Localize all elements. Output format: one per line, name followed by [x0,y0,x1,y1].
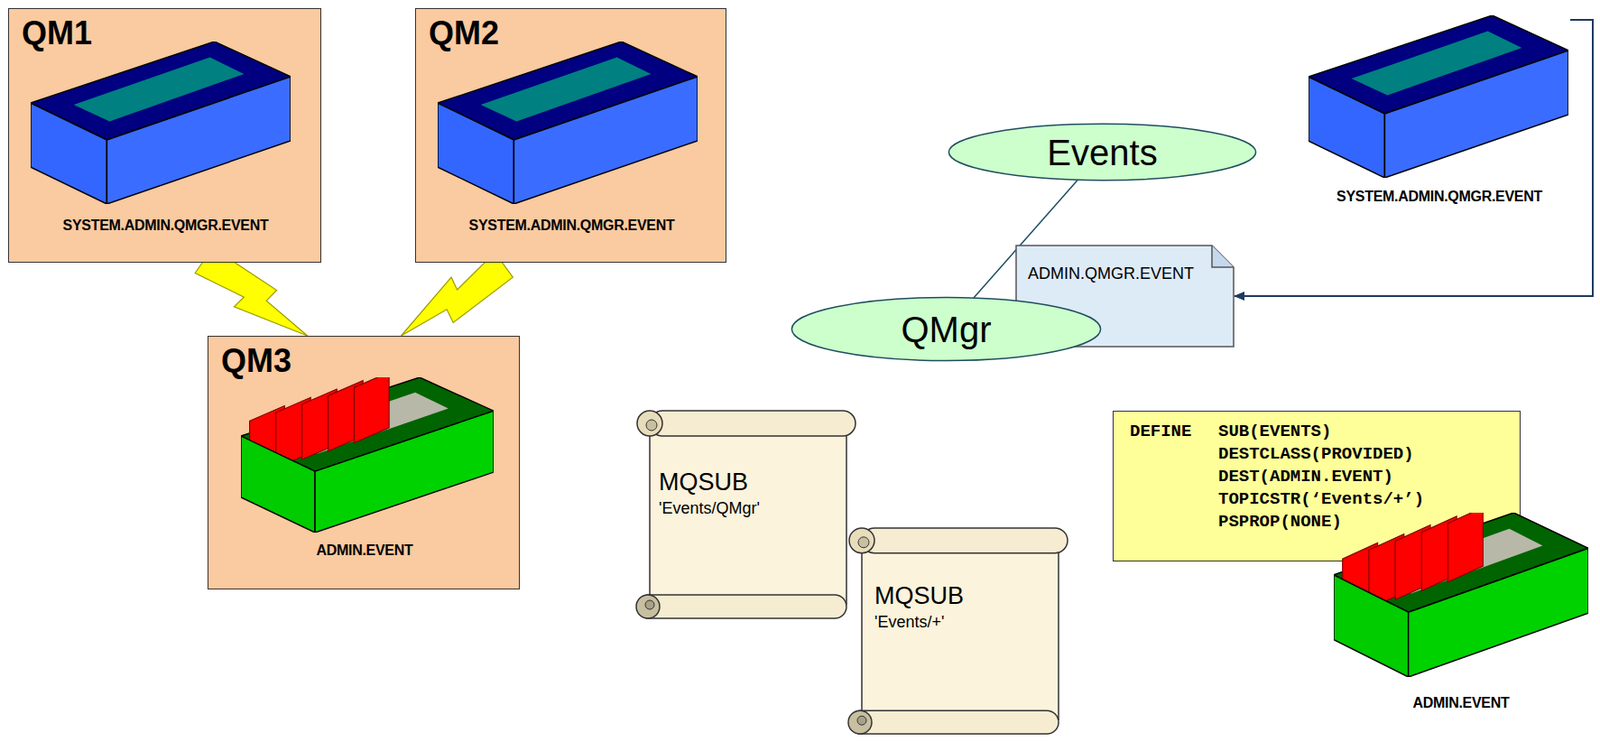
channel-bolt [401,252,514,336]
topic-node: Events [947,122,1258,182]
command-parameter: TOPICSTR(‘Events/+’) [1218,490,1425,510]
queue-name: SYSTEM.ADMIN.QMGR.EVENT [469,217,676,234]
scroll-shape [636,410,856,619]
api-call: MQSUB [658,468,749,497]
queue-icon [30,41,291,204]
queue-manager-box: QM2SYSTEM.ADMIN.QMGR.EVENT [415,8,727,263]
queue-icon-shape [1308,15,1569,178]
queue-icon-shape [30,41,291,204]
queue-name: ADMIN.EVENT [316,542,414,559]
queue-icon [1333,512,1589,677]
queue-manager-name: QM2 [428,14,500,52]
ellipse-shape [791,296,1101,361]
queue-manager-name: QM3 [221,342,292,380]
queue-icon [240,377,494,533]
subscribe-call: MQSUB 'Events/QMgr' [629,403,868,625]
command-parameter: DESTCLASS(PROVIDED) [1218,444,1415,465]
topic-object-name: ADMIN.QMGR.EVENT [1027,264,1194,284]
queue-icon [1308,15,1569,178]
queue-icon-shape [437,41,698,204]
queue-manager-box: QM1SYSTEM.ADMIN.QMGR.EVENT [8,8,322,263]
topic-node: QMgr [790,295,1102,362]
command-parameter: SUB(EVENTS) [1218,422,1332,443]
queue-manager-box: QM3ADMIN.EVENT [207,335,520,590]
queue-icon-shape [240,371,494,533]
queue-icon-shape [1333,507,1589,677]
topic-string: 'Events/+' [874,612,944,632]
command-keyword: DEFINE [1129,422,1192,443]
queue-manager-name: QM1 [21,14,93,52]
command-parameter: DEST(ADMIN.EVENT) [1218,467,1394,488]
topic-string: 'Events/QMgr' [658,499,760,518]
queue-name: ADMIN.EVENT [1413,694,1510,712]
api-call: MQSUB [874,582,964,611]
command-parameter: PSPROP(NONE) [1218,512,1342,533]
queue: SYSTEM.ADMIN.QMGR.EVENT [1308,15,1571,211]
topic-name: QMgr [901,308,992,351]
ellipse-shape [948,123,1256,180]
queue: ADMIN.EVENT [1333,512,1589,716]
queue-name: SYSTEM.ADMIN.QMGR.EVENT [1336,188,1543,205]
topic-name: Events [1046,131,1157,174]
subscribe-call: MQSUB'Events/+' [841,520,1080,740]
queue-name: SYSTEM.ADMIN.QMGR.EVENT [63,217,269,234]
scroll-shape [848,527,1068,734]
queue-icon [437,41,698,204]
